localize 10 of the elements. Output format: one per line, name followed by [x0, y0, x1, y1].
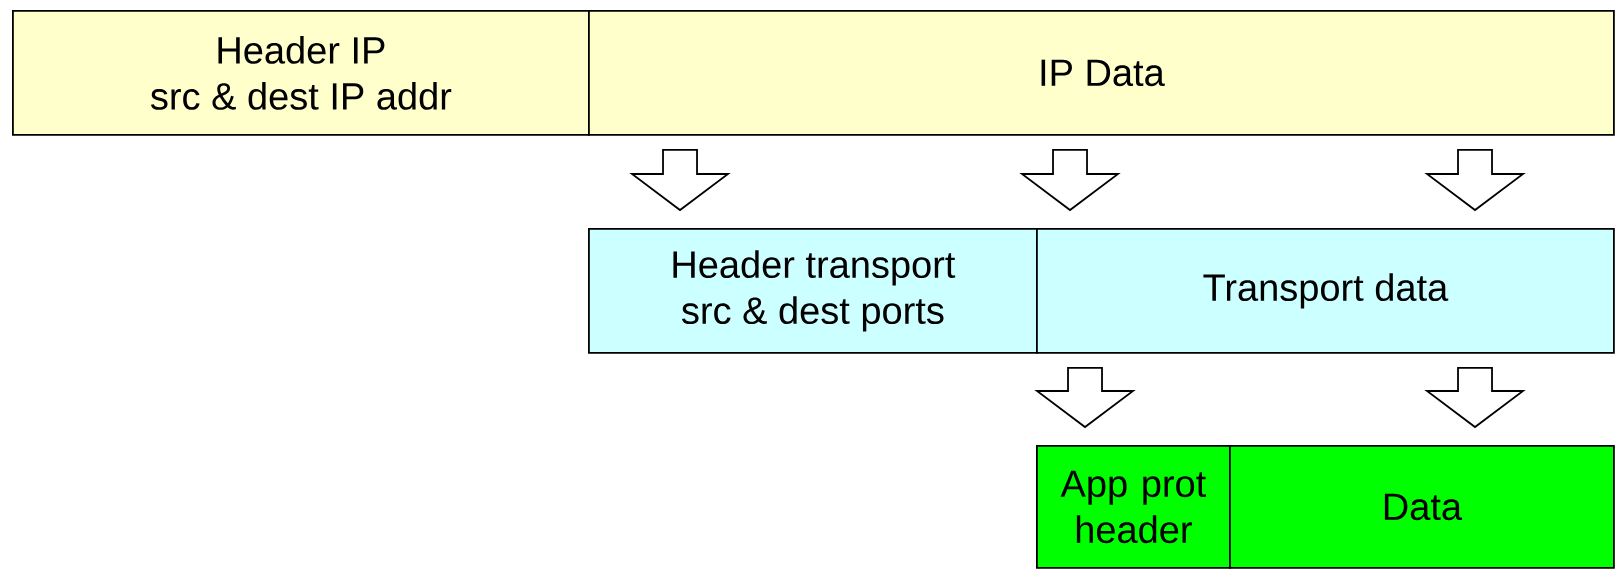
block-arrow — [629, 148, 731, 212]
block-arrow — [1019, 148, 1121, 212]
header-field: Header transport src & dest ports — [588, 228, 1038, 354]
block-arrow — [1424, 366, 1526, 429]
block-arrow — [1424, 148, 1526, 212]
header-field: App prot header — [1036, 445, 1231, 569]
block-arrow — [1034, 366, 1136, 429]
data-field: IP Data — [588, 10, 1615, 136]
header-field: Header IP src & dest IP addr — [12, 10, 590, 136]
data-field: Transport data — [1036, 228, 1615, 354]
